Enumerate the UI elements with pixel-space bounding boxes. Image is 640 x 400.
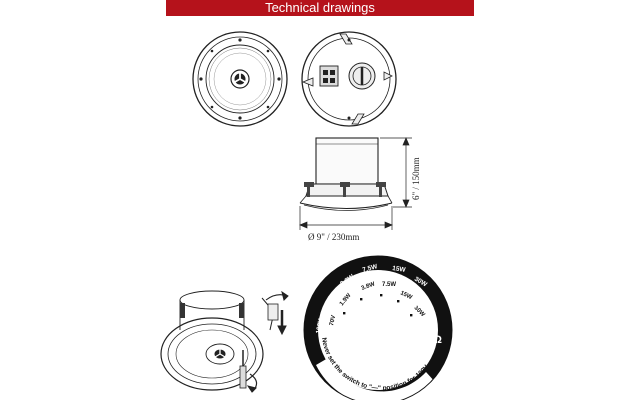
inner-watt-label-1: 3.8W [361, 281, 377, 292]
speaker-back-view [301, 31, 397, 127]
impedance-label: 8 Ω [424, 334, 442, 346]
height-label: 6" / 150mm [411, 157, 421, 200]
speaker-front-view [192, 31, 288, 127]
outer-watt-label-2: 15W [392, 265, 407, 274]
dimension-height [380, 137, 412, 208]
diameter-label: Ø 9" / 230mm [308, 232, 359, 242]
outer-watt-label-1: 7.5W [362, 263, 379, 274]
inner-watt-label-3: 15W [399, 290, 413, 301]
clamp-detail [261, 290, 289, 336]
voltage-label-70v: 70V [329, 315, 337, 327]
installation-view [160, 290, 264, 393]
voltage-label-100v: 100V [315, 318, 325, 335]
tap-switch-ring [303, 255, 453, 400]
header-bar: Technical drawings [166, 0, 474, 16]
inner-watt-label-2: 7.5W [382, 282, 396, 288]
page-title: Technical drawings [265, 0, 375, 15]
tap-switch-ticks [343, 294, 426, 317]
speaker-side-view [299, 137, 393, 211]
dimension-diameter [299, 206, 393, 230]
